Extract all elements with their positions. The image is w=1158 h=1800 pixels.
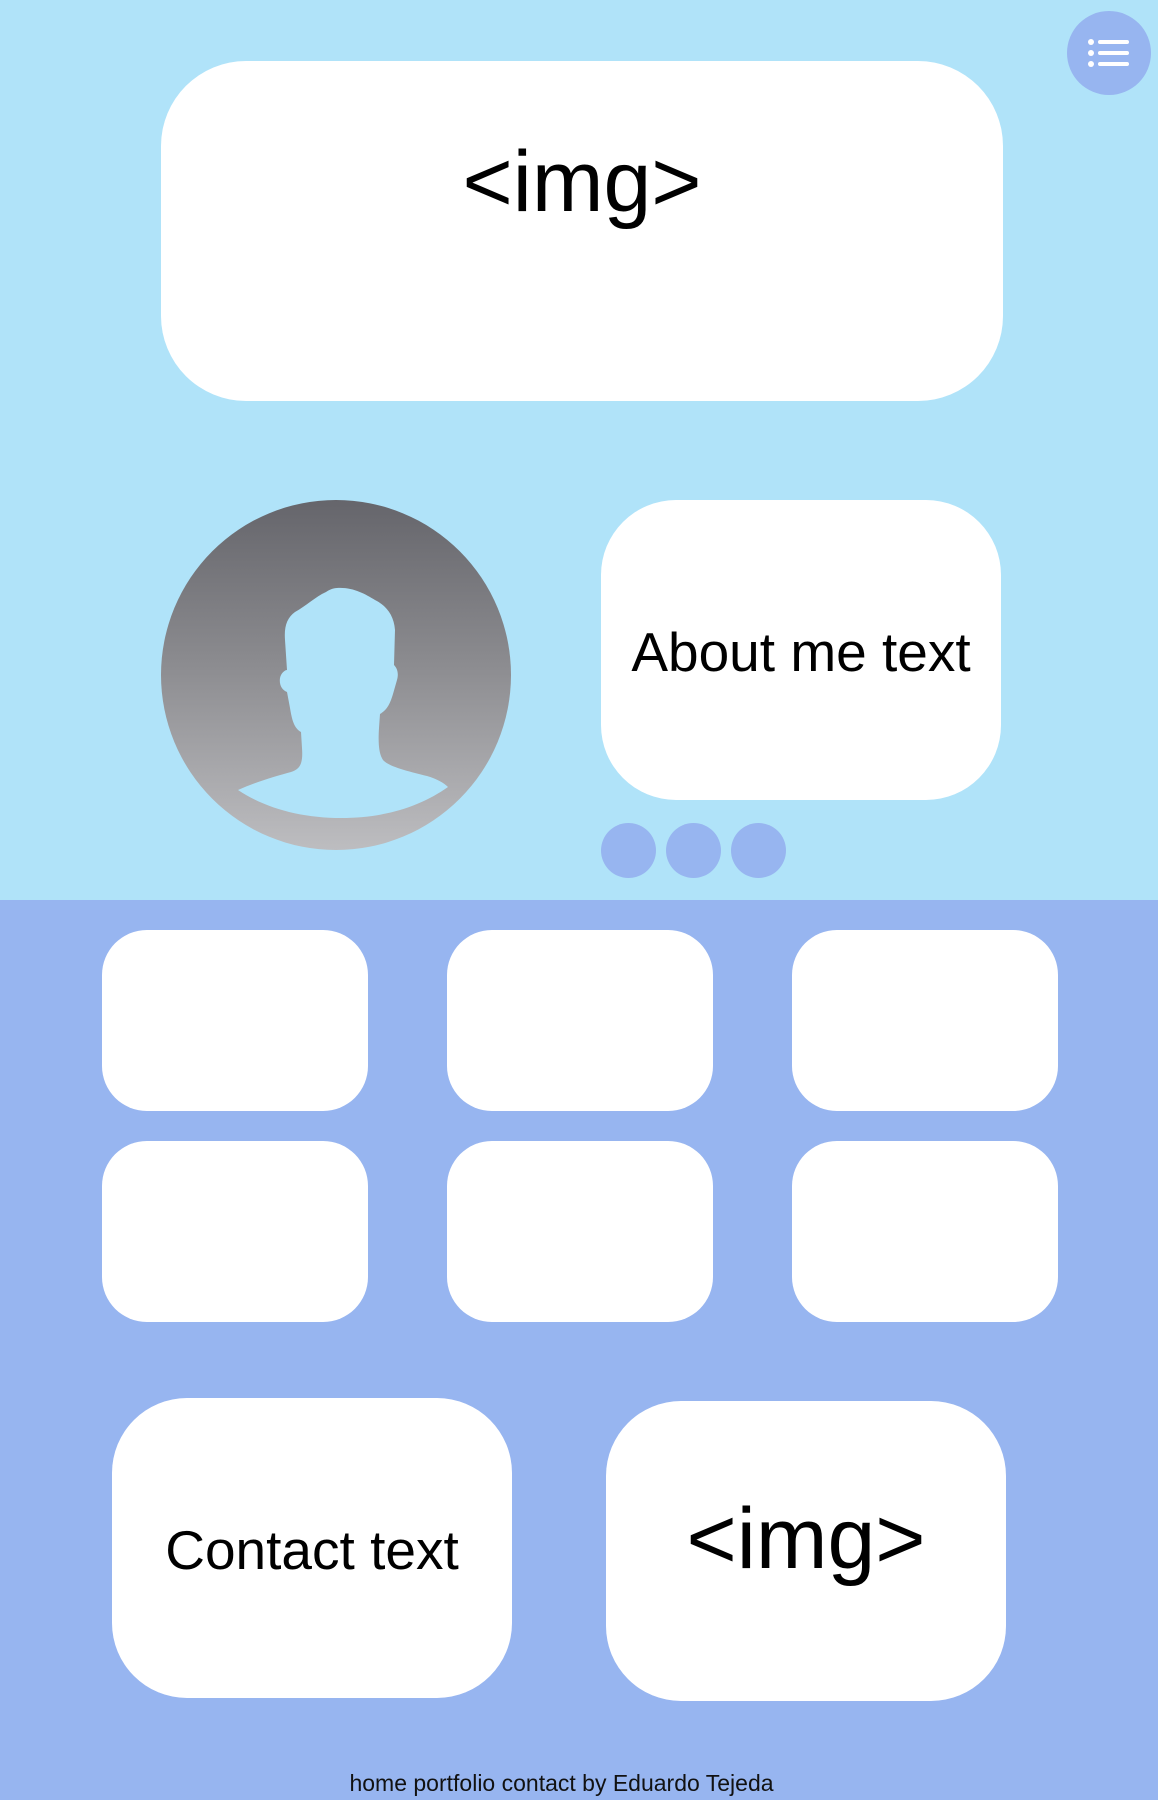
list-icon [1088, 39, 1129, 67]
portfolio-tile-2[interactable] [447, 930, 713, 1111]
portfolio-tile-6[interactable] [792, 1141, 1058, 1322]
portfolio-tile-5[interactable] [447, 1141, 713, 1322]
portfolio-tile-1[interactable] [102, 930, 368, 1111]
avatar [161, 500, 511, 850]
footer-credit: by Eduardo Tejeda [582, 1770, 774, 1796]
about-me-card: About me text [601, 500, 1001, 800]
carousel-dots [601, 823, 786, 878]
menu-button[interactable] [1067, 11, 1151, 95]
carousel-dot-2[interactable] [666, 823, 721, 878]
footer: home portfolio contact by Eduardo Tejeda [0, 1770, 1123, 1797]
contact-card: Contact text [112, 1398, 512, 1698]
carousel-dot-3[interactable] [731, 823, 786, 878]
person-silhouette-icon [238, 587, 448, 818]
portfolio-tile-4[interactable] [102, 1141, 368, 1322]
hero-image-placeholder: <img> [161, 61, 1003, 401]
carousel-dot-1[interactable] [601, 823, 656, 878]
footer-link-contact[interactable]: contact [501, 1770, 576, 1796]
contact-image-placeholder: <img> [606, 1401, 1006, 1701]
portfolio-tile-3[interactable] [792, 930, 1058, 1111]
footer-link-home[interactable]: home [349, 1770, 407, 1796]
footer-link-portfolio[interactable]: portfolio [413, 1770, 496, 1796]
